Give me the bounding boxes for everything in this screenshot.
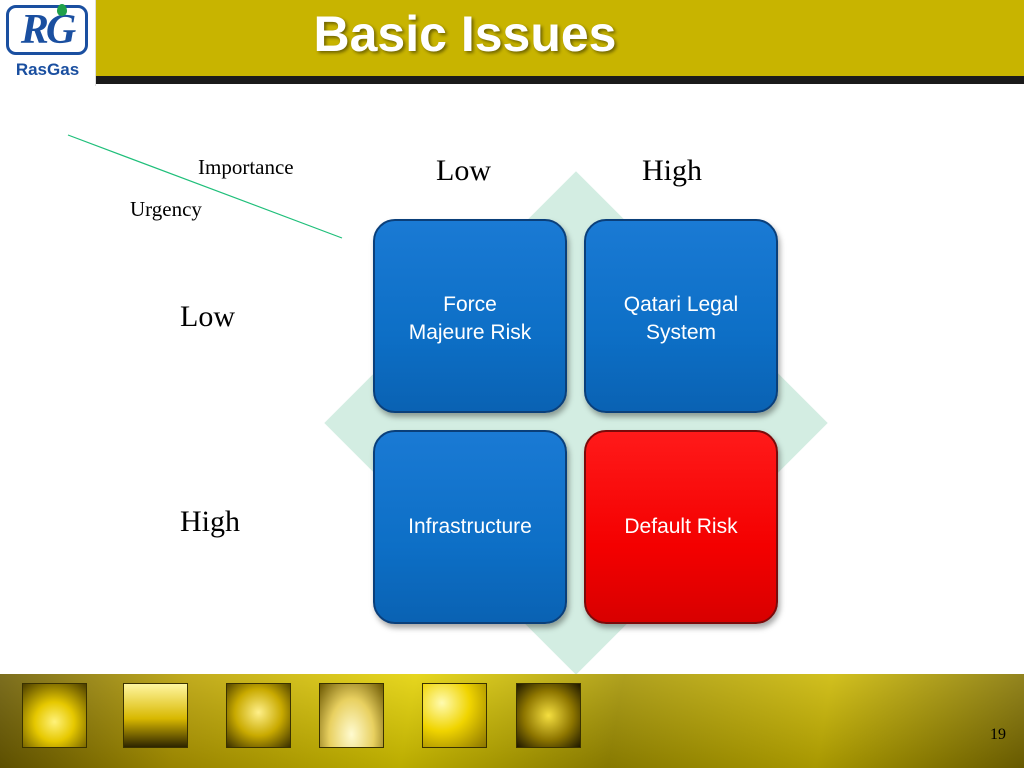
power-lines-photo — [22, 683, 87, 748]
rasgas-logo: RG RasGas — [0, 0, 96, 86]
logo-text: RasGas — [15, 60, 80, 79]
quadrant-label: Infrastructure — [408, 515, 532, 538]
factory-photo — [123, 683, 188, 748]
logo-mark-letters: RG — [20, 7, 76, 53]
row-label-low: Low — [180, 300, 235, 333]
logo-mark: RG — [6, 5, 88, 55]
slide-footer-banner — [0, 674, 1024, 768]
row-label-high: High — [180, 505, 240, 538]
machinery-photo — [516, 683, 581, 748]
light-burst-photo — [422, 683, 487, 748]
slide-number: 19 — [990, 726, 1006, 743]
slide-header: Basic Issues RG RasGas — [0, 0, 1024, 86]
slide-title: Basic Issues — [313, 6, 617, 62]
gauge-meter-photo — [319, 683, 384, 748]
quadrant-label: Qatari Legal System — [623, 293, 739, 344]
quadrant-label: Force Majeure Risk — [408, 293, 532, 344]
quadrant-default-risk: Default Risk — [584, 430, 778, 624]
quadrant-label: Default Risk — [624, 515, 738, 538]
logo-drop-icon — [57, 4, 67, 16]
title-bar — [95, 0, 1024, 84]
column-label-low: Low — [436, 154, 491, 187]
quadrant-qatari-legal-system: Qatari Legal System — [584, 219, 778, 413]
column-label-high: High — [642, 154, 702, 187]
importance-axis-label: Importance — [198, 155, 294, 179]
urgency-axis-label: Urgency — [130, 197, 202, 221]
quadrant-infrastructure: Infrastructure — [373, 430, 567, 624]
nuclear-plant-photo — [226, 683, 291, 748]
corner-divider-line — [67, 134, 343, 239]
quadrant-force-majeure-risk: Force Majeure Risk — [373, 219, 567, 413]
